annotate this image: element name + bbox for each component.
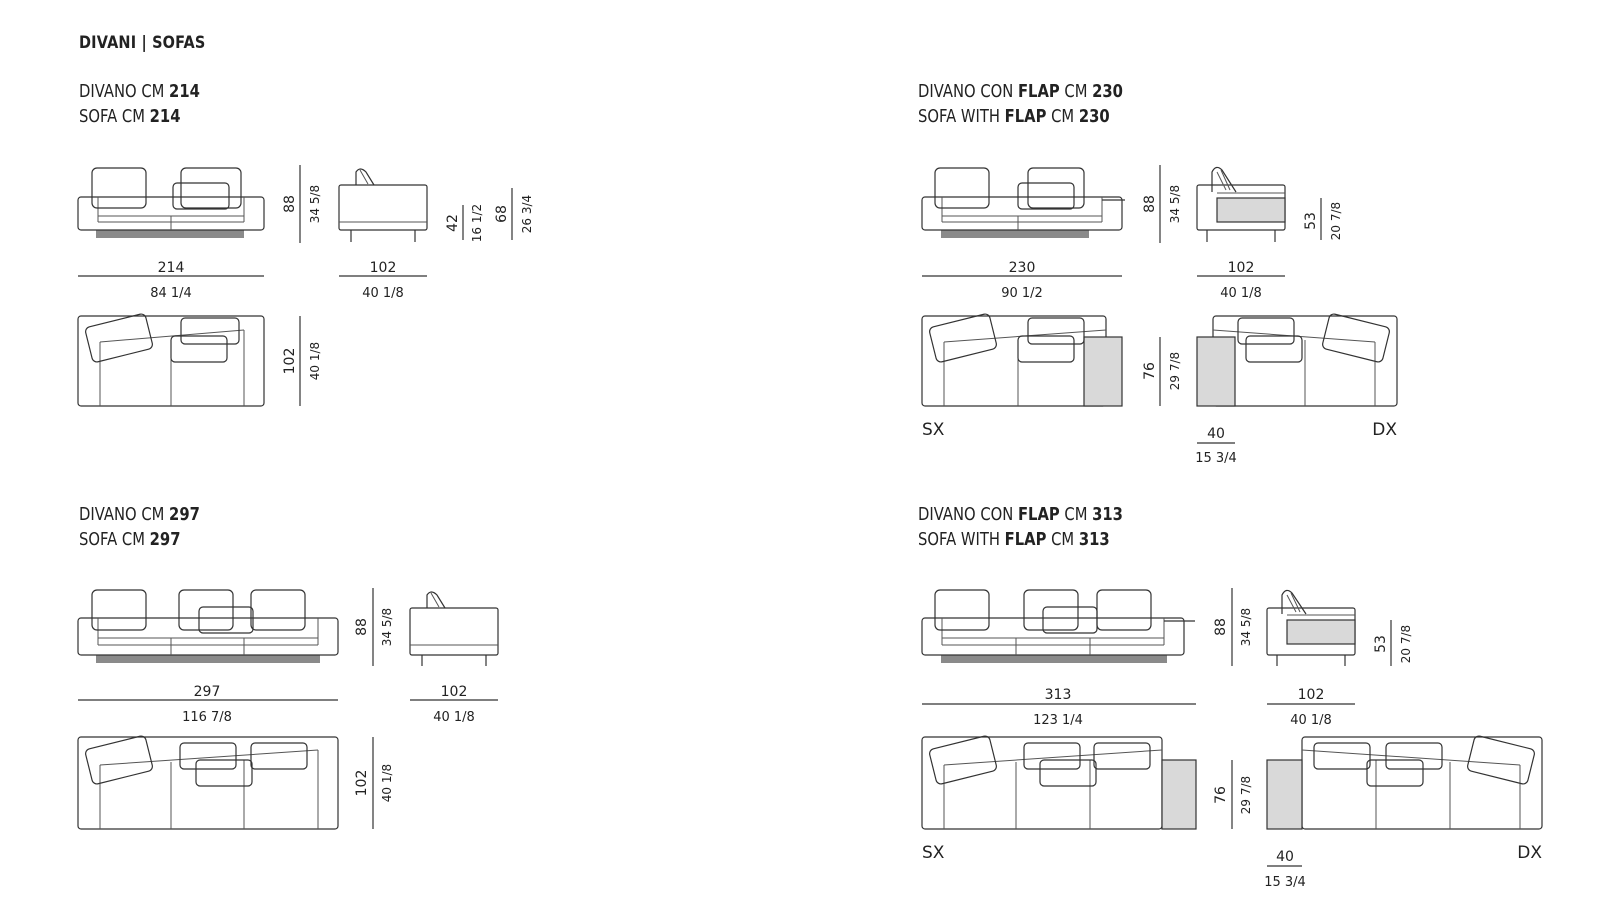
- title-size: 230: [1092, 81, 1123, 102]
- section-title-sofa-flap-230: DIVANO CON FLAP CM 230 SOFA WITH FLAP CM…: [918, 79, 1123, 129]
- dim-plan-in: 29 7/8: [1239, 776, 1253, 814]
- dim-width-in: 90 1/2: [1001, 286, 1043, 301]
- title-size: 214: [149, 106, 181, 127]
- page-title: DIVANI | SOFAS: [79, 33, 206, 53]
- dim-width-in: 116 7/8: [182, 710, 232, 725]
- dim-flap-width-in: 15 3/4: [1195, 451, 1237, 466]
- dim-seat-in: 16 1/2: [470, 204, 484, 242]
- dim-depth-cm: 102: [441, 684, 468, 700]
- section-title-sofa-214: DIVANO CM 214 SOFA CM 214: [79, 79, 200, 129]
- title-text: DIVANO CON: [918, 504, 1018, 525]
- dim-width-cm: 214: [158, 260, 185, 276]
- title-text: DIVANO CM: [79, 81, 170, 102]
- title-flap: FLAP: [1017, 504, 1060, 525]
- dim-flap-cm: 53: [1373, 635, 1389, 653]
- dim-width-cm: 313: [1045, 687, 1072, 703]
- dim-height-cm: 88: [1142, 195, 1158, 213]
- plan-view-sofa-flap-313-sx: [921, 735, 1197, 830]
- title-text: CM: [1046, 529, 1079, 550]
- dim-flap-width-cm: 40: [1207, 426, 1225, 442]
- title-text: DIVANO CON: [918, 81, 1018, 102]
- title-text: SOFA WITH: [918, 529, 1005, 550]
- plan-view-sofa-297: [77, 735, 339, 830]
- title-text: CM: [1046, 106, 1079, 127]
- plan-view-sofa-flap-230-dx: [1196, 313, 1398, 407]
- side-view-sofa-297: [409, 591, 499, 666]
- dim-height-cm: 88: [354, 618, 370, 636]
- dim-depth-in: 40 1/8: [433, 710, 475, 725]
- dim-plan-depth-cm: 102: [282, 348, 298, 375]
- front-view-sofa-flap-313: [921, 589, 1195, 663]
- dim-plan-cm: 76: [1213, 786, 1229, 804]
- title-text: SOFA WITH: [918, 106, 1005, 127]
- dim-width-in: 84 1/4: [150, 286, 192, 301]
- label-dx: DX: [1372, 420, 1397, 440]
- dim-width-cm: 230: [1009, 260, 1036, 276]
- dim-flap-width-in: 15 3/4: [1264, 875, 1306, 890]
- title-text: DIVANO CM: [79, 504, 170, 525]
- dim-height-in: 34 5/8: [1168, 185, 1182, 223]
- dim-width-cm: 297: [194, 684, 221, 700]
- dim-depth-in: 40 1/8: [362, 286, 404, 301]
- label-sx: SX: [922, 843, 945, 863]
- dim-height-cm: 88: [282, 195, 298, 213]
- plan-view-sofa-flap-313-dx: [1266, 735, 1543, 830]
- dim-height-in: 34 5/8: [380, 608, 394, 646]
- title-text: CM: [1059, 81, 1093, 102]
- title-text: CM: [1059, 504, 1093, 525]
- title-size: 297: [169, 504, 200, 525]
- title-flap: FLAP: [1004, 529, 1047, 550]
- section-title-sofa-flap-313: DIVANO CON FLAP CM 313 SOFA WITH FLAP CM…: [918, 502, 1123, 552]
- dim-width-in: 123 1/4: [1033, 713, 1083, 728]
- dim-flap-width-cm: 40: [1276, 849, 1294, 865]
- dim-plan-in: 29 7/8: [1168, 352, 1182, 390]
- dim-depth-in: 40 1/8: [1290, 713, 1332, 728]
- front-view-sofa-297: [77, 589, 339, 663]
- dim-arm-cm: 68: [494, 205, 510, 223]
- label-dx: DX: [1517, 843, 1542, 863]
- title-size: 230: [1078, 106, 1110, 127]
- section-title-sofa-297: DIVANO CM 297 SOFA CM 297: [79, 502, 200, 552]
- title-flap: FLAP: [1017, 81, 1060, 102]
- dim-flap-in: 20 7/8: [1399, 625, 1413, 663]
- front-view-sofa-flap-230: [921, 167, 1125, 238]
- side-view-sofa-flap-313: [1266, 589, 1356, 666]
- dim-flap-cm: 53: [1303, 212, 1319, 230]
- dim-seat-cm: 42: [445, 214, 461, 232]
- dim-depth-in: 40 1/8: [1220, 286, 1262, 301]
- side-view-sofa-flap-230: [1196, 166, 1286, 242]
- title-size: 313: [1092, 504, 1123, 525]
- title-size: 297: [149, 529, 181, 550]
- dim-depth-cm: 102: [1228, 260, 1255, 276]
- title-size: 214: [169, 81, 200, 102]
- front-view-sofa-214: [77, 167, 265, 238]
- dim-height-cm: 88: [1213, 618, 1229, 636]
- label-sx: SX: [922, 420, 945, 440]
- dim-depth-cm: 102: [370, 260, 397, 276]
- dim-plan-cm: 76: [1142, 362, 1158, 380]
- dim-height-in: 34 5/8: [1239, 608, 1253, 646]
- side-view-sofa-214: [338, 168, 428, 242]
- title-flap: FLAP: [1004, 106, 1047, 127]
- plan-view-sofa-flap-230-sx: [921, 313, 1123, 407]
- dim-flap-in: 20 7/8: [1329, 202, 1343, 240]
- title-text: SOFA CM: [79, 529, 150, 550]
- dim-depth-cm: 102: [1298, 687, 1325, 703]
- dim-plan-depth-in: 40 1/8: [308, 342, 322, 380]
- plan-view-sofa-214: [77, 313, 265, 407]
- title-size: 313: [1078, 529, 1110, 550]
- dim-height-in: 34 5/8: [308, 185, 322, 223]
- dim-plan-depth-in: 40 1/8: [380, 764, 394, 802]
- dim-arm-in: 26 3/4: [520, 195, 534, 233]
- dim-plan-depth-cm: 102: [354, 770, 370, 797]
- title-text: SOFA CM: [79, 106, 150, 127]
